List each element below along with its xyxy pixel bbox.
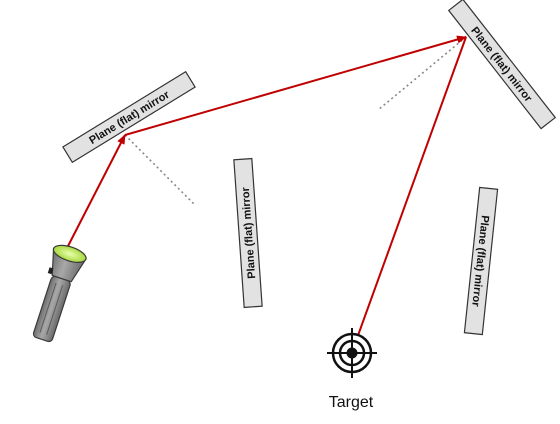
mirror-1[interactable]: Plane (flat) mirror (62, 70, 196, 164)
normal-line-1 (124, 134, 196, 206)
mirror-3[interactable]: Plane (flat) mirror (233, 157, 263, 309)
mirror-4[interactable]: Plane (flat) mirror (463, 186, 499, 336)
target-label: Target (329, 394, 374, 411)
beam-segment-1 (65, 134, 126, 251)
mirror-2[interactable]: Plane (flat) mirror (447, 0, 557, 130)
mirror-2-label: Plane (flat) mirror (468, 25, 534, 105)
flashlight-icon (32, 244, 87, 343)
mirror-1-label: Plane (flat) mirror (87, 88, 172, 147)
beam-segment-3 (351, 36, 467, 353)
target-icon (327, 328, 377, 378)
normal-line-2 (377, 36, 467, 111)
beam-segment-2 (124, 35, 467, 136)
